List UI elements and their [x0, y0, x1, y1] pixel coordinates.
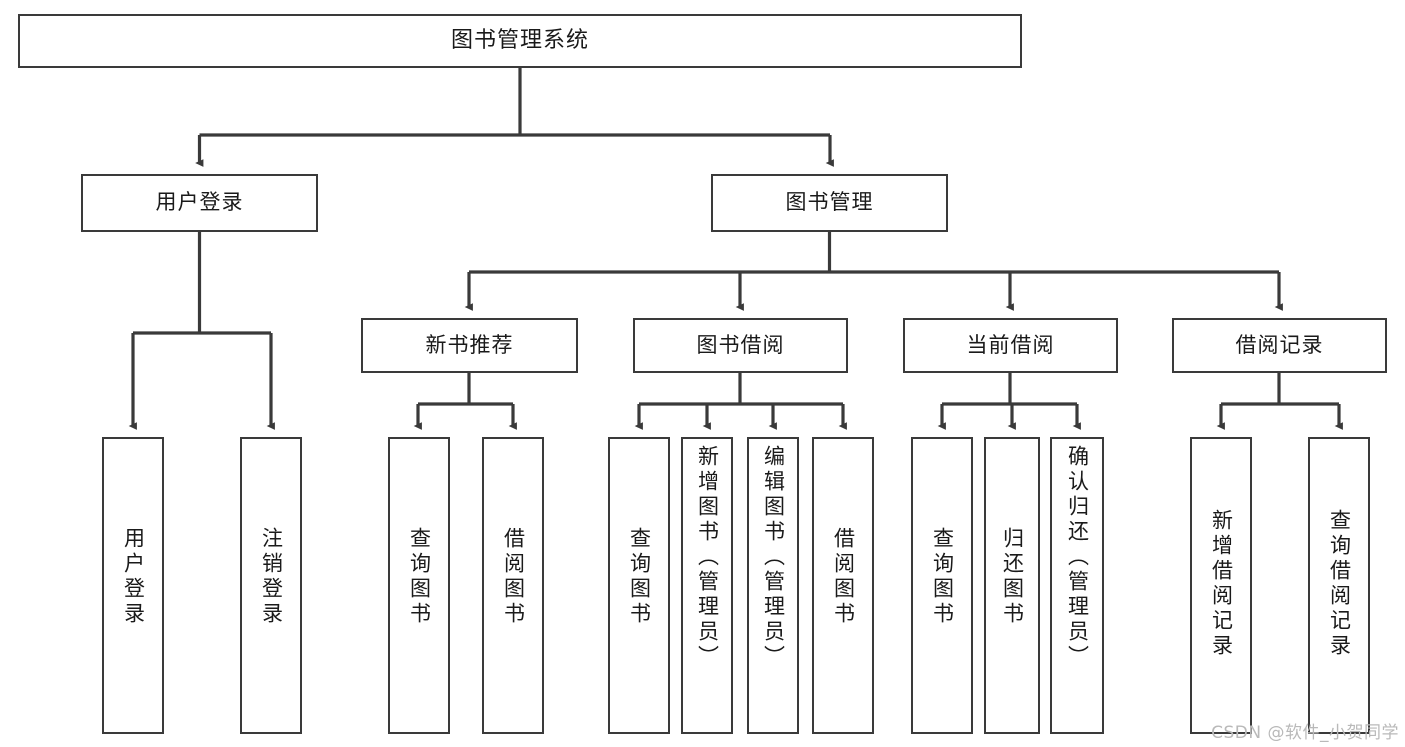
- leaf-borrow-book-2[interactable]: 借阅图书: [812, 437, 874, 734]
- leaf-confirm-return-admin[interactable]: 确认归还（管理员）: [1050, 437, 1104, 734]
- node-root[interactable]: 图书管理系统: [18, 14, 1022, 68]
- leaf-logout-label: 注销登录: [259, 527, 284, 627]
- node-book-borrow-label: 图书借阅: [696, 332, 785, 357]
- node-book-management-label: 图书管理: [785, 190, 874, 215]
- leaf-query-borrow-record[interactable]: 查询借阅记录: [1308, 437, 1370, 734]
- leaf-edit-book-admin-label: 编辑图书（管理员）: [761, 445, 786, 670]
- leaf-confirm-return-admin-label: 确认归还（管理员）: [1065, 445, 1090, 670]
- leaf-add-borrow-record-label: 新增借阅记录: [1209, 509, 1234, 659]
- node-book-management[interactable]: 图书管理: [711, 174, 948, 232]
- leaf-return-book-label: 归还图书: [1000, 527, 1025, 627]
- leaf-borrow-book-1-label: 借阅图书: [501, 527, 526, 627]
- leaf-borrow-book-2-label: 借阅图书: [831, 527, 856, 627]
- node-book-borrow[interactable]: 图书借阅: [633, 318, 848, 373]
- leaf-query-book-3-label: 查询图书: [930, 527, 955, 627]
- node-root-label: 图书管理系统: [450, 27, 589, 53]
- leaf-query-book-1[interactable]: 查询图书: [388, 437, 450, 734]
- leaf-user-login[interactable]: 用户登录: [102, 437, 164, 734]
- leaf-add-book-admin-label: 新增图书（管理员）: [695, 445, 720, 670]
- watermark-text: CSDN @软件_小贺同学: [1211, 723, 1399, 743]
- node-current-borrow-label: 当前借阅: [966, 332, 1055, 357]
- leaf-add-borrow-record[interactable]: 新增借阅记录: [1190, 437, 1252, 734]
- node-new-book-recommend-label: 新书推荐: [425, 332, 514, 357]
- node-borrow-record-label: 借阅记录: [1235, 332, 1324, 357]
- node-user-login[interactable]: 用户登录: [81, 174, 318, 232]
- leaf-user-login-label: 用户登录: [121, 527, 146, 627]
- node-borrow-record[interactable]: 借阅记录: [1172, 318, 1387, 373]
- leaf-add-book-admin[interactable]: 新增图书（管理员）: [681, 437, 733, 734]
- leaf-edit-book-admin[interactable]: 编辑图书（管理员）: [747, 437, 799, 734]
- leaf-query-book-3[interactable]: 查询图书: [911, 437, 973, 734]
- leaf-logout[interactable]: 注销登录: [240, 437, 302, 734]
- leaf-query-book-2[interactable]: 查询图书: [608, 437, 670, 734]
- leaf-query-book-1-label: 查询图书: [407, 527, 432, 627]
- node-user-login-label: 用户登录: [155, 190, 244, 215]
- leaf-return-book[interactable]: 归还图书: [984, 437, 1040, 734]
- node-new-book-recommend[interactable]: 新书推荐: [361, 318, 578, 373]
- node-current-borrow[interactable]: 当前借阅: [903, 318, 1118, 373]
- leaf-query-borrow-record-label: 查询借阅记录: [1327, 509, 1352, 659]
- leaf-query-book-2-label: 查询图书: [627, 527, 652, 627]
- leaf-borrow-book-1[interactable]: 借阅图书: [482, 437, 544, 734]
